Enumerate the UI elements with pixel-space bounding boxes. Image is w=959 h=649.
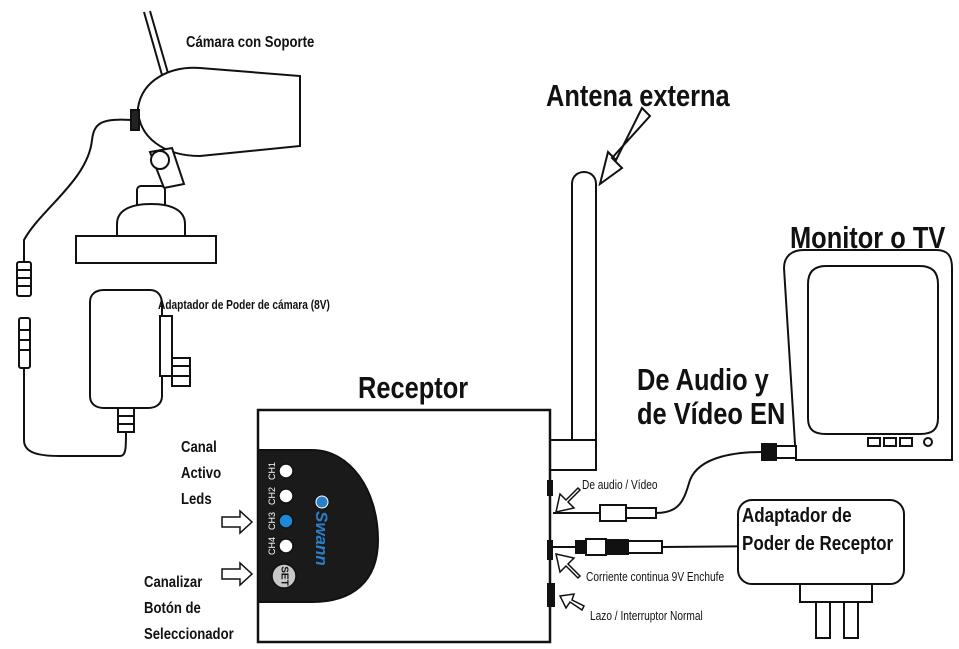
led-ch2: [278, 488, 294, 504]
set-label-line1: Canalizar: [144, 574, 203, 591]
led-label-ch4: CH4: [267, 537, 277, 555]
av-port-label: De audio / Vídeo: [582, 477, 658, 492]
set-label-line3: Seleccionador: [144, 626, 234, 643]
monitor-illustration: [782, 249, 953, 461]
receiver-adapter-label-line2: Poder de Receptor: [742, 533, 894, 555]
av-cable: [553, 443, 797, 522]
leds-label-line3: Leds: [181, 491, 212, 508]
leds-label-line1: Canal: [181, 439, 217, 456]
av-port-arrow: [555, 486, 582, 513]
led-ch4: [278, 538, 294, 554]
led-label-ch2: CH2: [267, 487, 277, 505]
leds-label-line2: Activo: [181, 465, 222, 482]
av-in-label-line1: De Audio y: [637, 362, 769, 397]
camera-illustration: [75, 10, 301, 264]
callout-arrows: [221, 486, 586, 612]
channel-leds: [278, 463, 294, 554]
antenna-label: Antena externa: [546, 78, 730, 113]
set-button[interactable]: SET: [271, 563, 297, 589]
camera-power-adapter: [89, 289, 191, 433]
dc-port-arrow: [555, 553, 582, 580]
dc-power-cable: [553, 538, 781, 556]
camera-cable: [23, 118, 132, 262]
leds-arrow: [221, 509, 254, 535]
set-button-label: SET: [278, 566, 289, 585]
switch-label: Lazo / Interruptor Normal: [590, 608, 703, 623]
set-label-line2: Botón de: [144, 600, 201, 617]
av-in-label-line2: de Vídeo EN: [637, 396, 786, 431]
set-arrow: [221, 561, 254, 587]
antenna-illustration: [549, 170, 597, 471]
brand-logo: Swann: [312, 495, 331, 566]
camera-adapter-cord: [23, 368, 127, 457]
brand-logo-text: Swann: [312, 511, 331, 566]
camera-cable-connector: [16, 261, 32, 369]
receiver-adapter-label-line1: Adaptador de: [742, 505, 852, 527]
led-label-ch1: CH1: [267, 462, 277, 480]
led-ch3: [278, 513, 294, 529]
receiver-illustration: [256, 408, 555, 644]
receiver-power-adapter: [737, 499, 905, 639]
monitor-label: Monitor o TV: [790, 220, 946, 255]
camera-label: Cámara con Soporte: [186, 34, 315, 51]
receiver-label: Receptor: [358, 370, 469, 405]
antenna-arrow: [598, 106, 652, 187]
camera-adapter-label: Adaptador de Poder de cámara (8V): [158, 297, 330, 312]
led-ch1: [278, 463, 294, 479]
led-label-ch3: CH3: [267, 512, 277, 530]
switch-arrow: [558, 593, 586, 612]
dc-port-label: Corriente continua 9V Enchufe: [586, 569, 725, 584]
